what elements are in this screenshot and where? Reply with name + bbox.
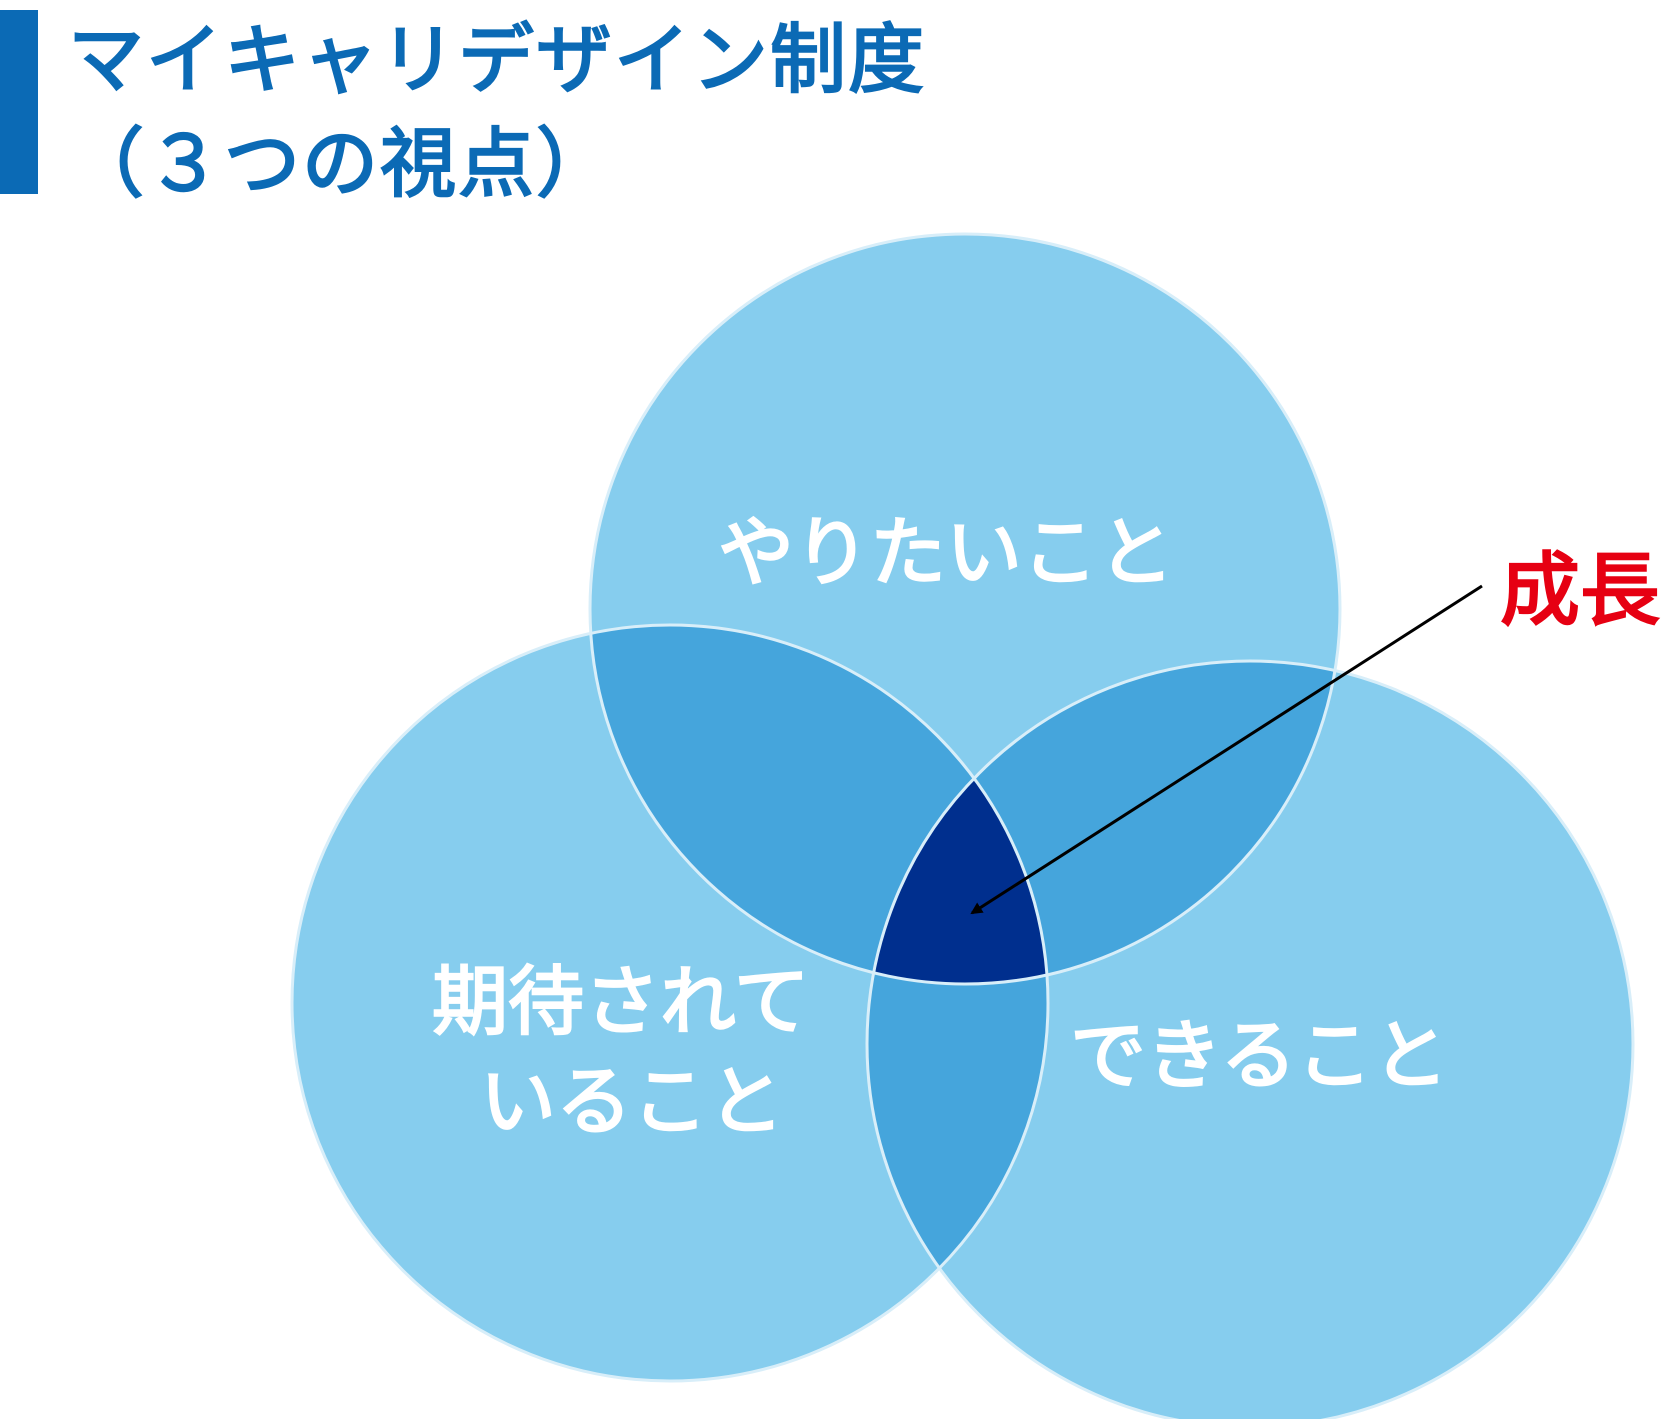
label-expected-line-1: 期待されて bbox=[432, 957, 810, 1046]
overlap-want-can bbox=[867, 661, 1340, 984]
title-line-2: （３つの視点） bbox=[68, 119, 614, 208]
circle-expected-outline bbox=[290, 623, 1050, 1383]
title-line-1: マイキャリデザイン制度 bbox=[68, 15, 926, 104]
page-title: マイキャリデザイン制度 （３つの視点） bbox=[68, 8, 926, 216]
growth-callout: 成長 bbox=[1500, 544, 1660, 637]
title-accent-bar bbox=[0, 10, 38, 194]
label-expected-line-2: いること bbox=[480, 1057, 784, 1146]
label-can-do: できること bbox=[1070, 1011, 1449, 1100]
overlap-want-expected bbox=[590, 625, 1048, 984]
label-want-to-do: やりたいこと bbox=[718, 508, 1174, 597]
circle-want-to-do-outline bbox=[588, 232, 1342, 986]
label-expected: 期待されて いること bbox=[432, 952, 810, 1152]
callout-arrow bbox=[970, 584, 1483, 915]
circle-can-do-outline bbox=[865, 659, 1635, 1419]
